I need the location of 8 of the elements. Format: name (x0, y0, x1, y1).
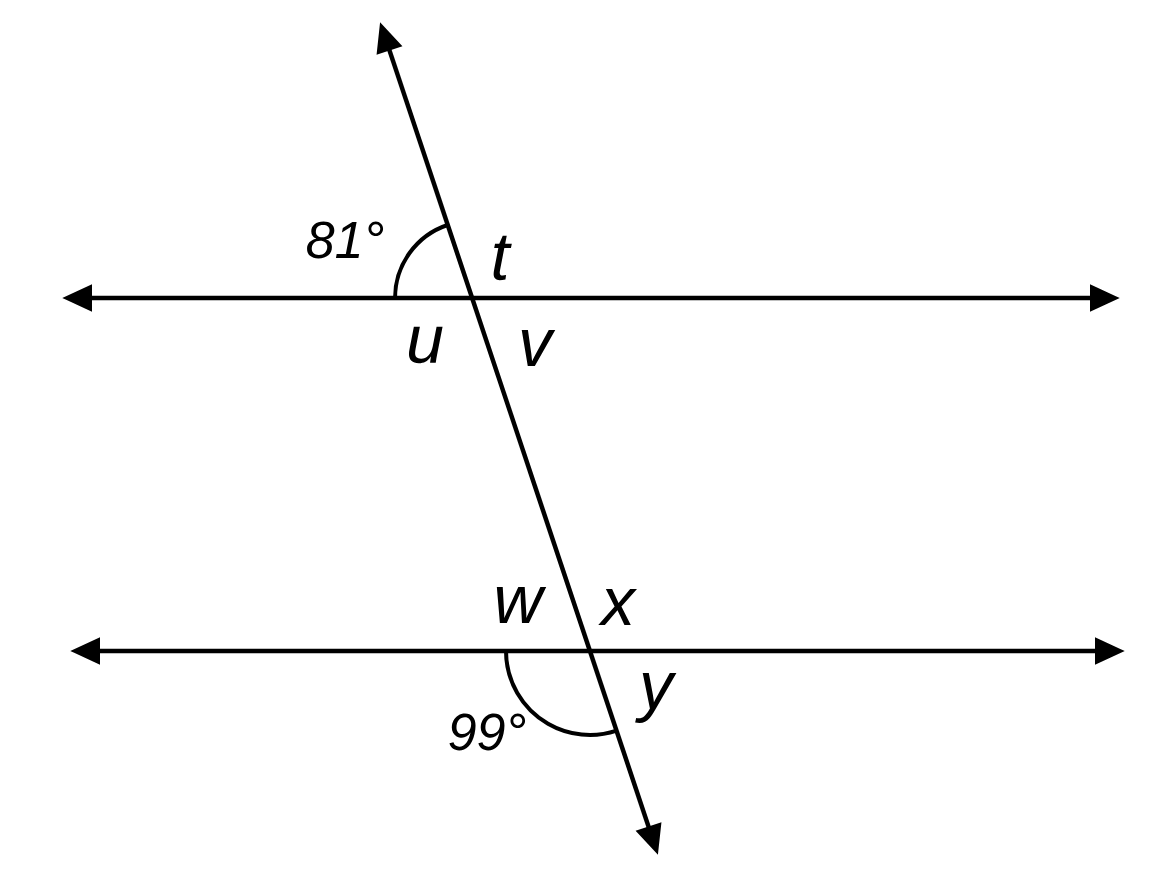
angle-label: 99° (449, 713, 526, 751)
angle-name: x (598, 589, 637, 625)
angle-label: 81° (307, 221, 384, 259)
angle-name: u (408, 326, 443, 364)
angle-name: v (521, 330, 556, 366)
angle-name: w (496, 587, 547, 623)
angle-name: y (635, 672, 677, 723)
angle-name: t (493, 235, 512, 281)
